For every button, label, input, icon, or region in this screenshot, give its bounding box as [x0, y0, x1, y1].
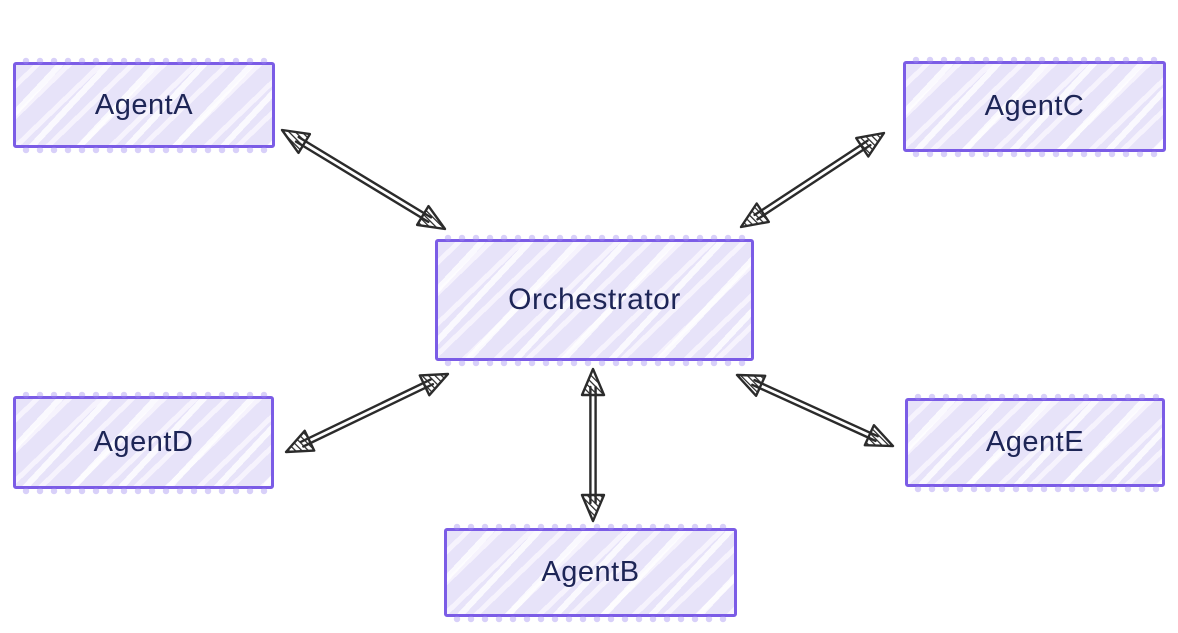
- node-agent-b-label: AgentB: [541, 556, 640, 588]
- node-agent-a: AgentA: [13, 57, 275, 154]
- node-agent-c-label: AgentC: [984, 90, 1085, 122]
- node-agent-a-label: AgentA: [94, 88, 194, 121]
- node-agent-b: AgentB: [444, 523, 737, 623]
- node-agent-e: AgentE: [905, 393, 1165, 493]
- edge-agentd-orchestrator: [284, 372, 450, 454]
- node-orchestrator-label: Orchestrator: [508, 283, 681, 316]
- edge-agentc-orchestrator: [739, 131, 886, 229]
- node-agent-c: AgentC: [903, 56, 1166, 158]
- edge-agentb-orchestrator: [580, 367, 606, 523]
- edge-agente-orchestrator: [735, 373, 895, 448]
- node-agent-d-label: AgentD: [93, 426, 194, 458]
- node-agent-d: AgentD: [13, 391, 274, 495]
- node-orchestrator: Orchestrator: [435, 234, 754, 367]
- node-agent-e-label: AgentE: [985, 426, 1085, 458]
- edge-agenta-orchestrator: [280, 128, 447, 231]
